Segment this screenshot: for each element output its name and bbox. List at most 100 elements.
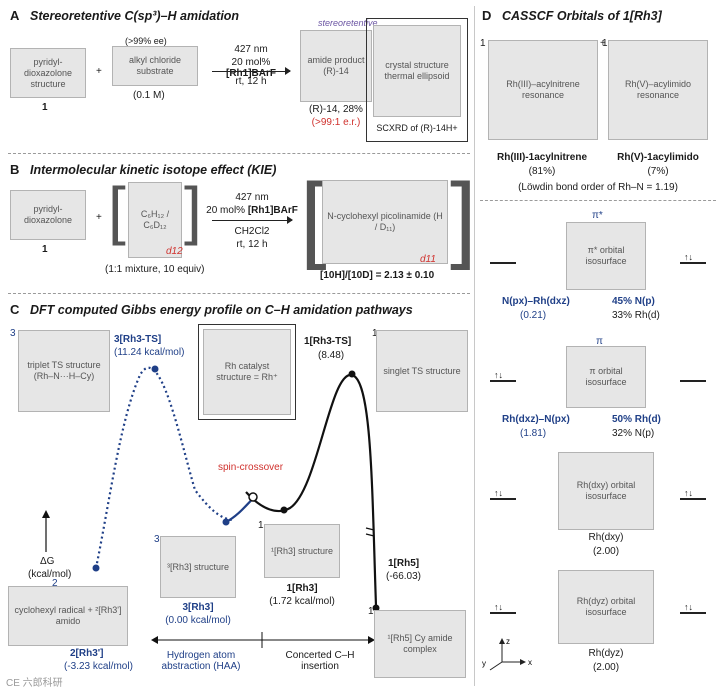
d12-label: d12 [166, 246, 183, 257]
ts1-point [348, 370, 356, 378]
res2-pct: (7%) [647, 166, 669, 177]
res1-name: Rh(III)-1acylnitrene [496, 152, 588, 163]
xray-box: crystal structure thermal ellipsoid SCXR… [366, 18, 468, 142]
b-product-bracket-right: ] [450, 164, 477, 271]
orb4-occ: (2.00) [592, 662, 620, 673]
rh3p-label: 2[Rh3'] [70, 648, 104, 659]
orb2-level-right [680, 380, 706, 382]
panel-d-title: CASSCF Orbitals of 1[Rh3] [502, 9, 662, 23]
orb1-occ-left: (0.21) [520, 310, 547, 321]
orb1-level-right [680, 262, 706, 264]
divider-a-b [8, 153, 470, 154]
b-oxadiazolone-image: pyridyl-dioxazolone [10, 190, 86, 240]
ee-note: (>99% ee) [125, 36, 167, 46]
cyclohexane-pair-image: C₆H₁₂ / C₆D₁₂ [128, 182, 182, 258]
b-cond-rt: rt, 12 h [236, 239, 268, 250]
energy-profile-svg [42, 365, 380, 648]
orb3-spin-right-icon: ↑↓ [684, 488, 693, 498]
orb2-label-left: Rh(dxz)–N(px) [502, 414, 570, 425]
ts3-structure-image: triplet TS structure (Rh–N···H–Cy) [18, 330, 110, 412]
a-cond-cat: 20 mol% [Rh1]BArF [226, 57, 276, 79]
b-reaction-arrow [212, 220, 292, 221]
a-reaction-arrow [212, 71, 290, 72]
ts3-point [151, 365, 159, 373]
ts1-structure-image: singlet TS structure [376, 330, 468, 412]
mult-1-rh3: 1 [258, 520, 264, 531]
mult-2: 2 [52, 578, 58, 589]
mixture-note: (1:1 mixture, 10 equiv) [105, 264, 205, 275]
resonance-1-structure-image: Rh(III)–acylnitrene resonance [488, 40, 598, 140]
b-plus-sign: + [96, 212, 102, 223]
orb2-occ-right: 32% N(p) [612, 428, 655, 439]
d11-label: d11 [420, 254, 436, 265]
plus-sign: + [96, 66, 102, 77]
res1-plus: + [600, 38, 606, 49]
rh3p-point [92, 564, 100, 572]
kie-result: [10H]/[10D] = 2.13 ± 0.10 [320, 270, 435, 281]
orb3-level-right [680, 498, 706, 500]
xyz-axes-icon: z x y [482, 637, 532, 671]
oxadiazolone-structure-image: pyridyl-dioxazolone structure [10, 48, 86, 98]
orb4-level-right [680, 612, 706, 614]
panel-b-letter: B [10, 162, 20, 177]
panel-b-title: Intermolecular kinetic isotope effect (K… [30, 163, 277, 177]
xray-caption: SCXRD of (R)-14H+ [376, 123, 458, 133]
rh5-energy: (-66.03) [386, 571, 422, 582]
orb4-spin-left-icon: ↑↓ [494, 602, 503, 612]
catalyst-inset-box: Rh catalyst structure = Rh⁺ [198, 324, 296, 420]
orb1-level-left [490, 262, 516, 264]
b-cond-solvent: CH2Cl2 [234, 226, 270, 237]
ts1-energy: (8.48) [318, 350, 345, 361]
rh3-sing-label: 1[Rh3] [286, 583, 318, 594]
orbital-pi-star-image: π* orbital isosurface [566, 222, 646, 290]
dg-unit: (kcal/mol) [28, 569, 72, 580]
rh5-label: 1[Rh5] [388, 558, 420, 569]
rh3-singlet-structure-image: ¹[Rh3] structure [264, 524, 340, 578]
b-arrowhead [287, 216, 293, 224]
divider-b-c [8, 293, 470, 294]
a-arrowhead [285, 67, 291, 75]
orb1-label-right: 45% N(p) [612, 296, 655, 307]
mult-1-ts: 1 [372, 328, 378, 339]
panel-a-title: Stereoretentive C(sp³)–H amidation [30, 9, 240, 23]
product-er: (>99:1 e.r.) [311, 117, 361, 128]
amide-product-pair-image: N-cyclohexyl picolinamide (H / D₁₁) [322, 180, 448, 264]
panel-a-letter: A [10, 8, 20, 23]
orbital-dyz-image: Rh(dyz) orbital isosurface [558, 570, 654, 644]
orb2-spin-icon: ↑↓ [494, 370, 503, 380]
resonance-2-structure-image: Rh(V)–acylimido resonance [608, 40, 708, 140]
rh5-point [372, 604, 380, 612]
rh3-trip-point [222, 518, 230, 526]
orb1-occ-right: 33% Rh(d) [612, 310, 660, 321]
substrate-structure-image: alkyl chloride substrate [112, 46, 198, 86]
compound-1-label: 1 [42, 102, 48, 113]
orb3-spin-left-icon: ↑↓ [494, 488, 503, 498]
mult-1-rh5: 1 [368, 606, 374, 617]
res1-mult: 1 [480, 38, 486, 49]
a-cond-rt: rt, 12 h [235, 76, 267, 87]
product-14-structure-image: amide product (R)-14 [300, 30, 372, 102]
b-cond-cat: 20 mol% [Rh1]BArF [206, 205, 298, 216]
rh5-structure-image: ¹[Rh5] Cy amide complex [374, 610, 466, 678]
ts3-label: 3[Rh3-TS] [114, 334, 162, 345]
concerted-label: Concerted C–H insertion [285, 650, 355, 672]
divider-vertical [474, 6, 475, 686]
ts3-energy: (11.24 kcal/mol) [114, 347, 185, 358]
orb2-level-left [490, 380, 516, 382]
axis-x-label: x [528, 658, 532, 667]
orb2-symbol: π [596, 336, 603, 347]
orb1-symbol: π* [592, 210, 603, 221]
lowdin-bond-order: (Löwdin bond order of Rh–N = 1.19) [518, 182, 678, 193]
orb2-label-right: 50% Rh(d) [612, 414, 661, 425]
orbital-pi-image: π orbital isosurface [566, 346, 646, 408]
ts1-label: 1[Rh3-TS] [304, 336, 352, 347]
axis-z-label: z [506, 637, 510, 646]
haa-label: Hydrogen atom abstraction (HAA) [161, 650, 241, 672]
res1-pct: (81%) [528, 166, 556, 177]
dg-label: ΔG [40, 556, 55, 567]
panel-c-title: DFT computed Gibbs energy profile on C–H… [30, 303, 413, 317]
orb4-spin-right-icon: ↑↓ [684, 602, 693, 612]
stereoretentive-tag: stereoretentive [318, 18, 378, 28]
orb4-label: Rh(dyz) [588, 648, 624, 659]
mult-3-rh3: 3 [154, 534, 160, 545]
